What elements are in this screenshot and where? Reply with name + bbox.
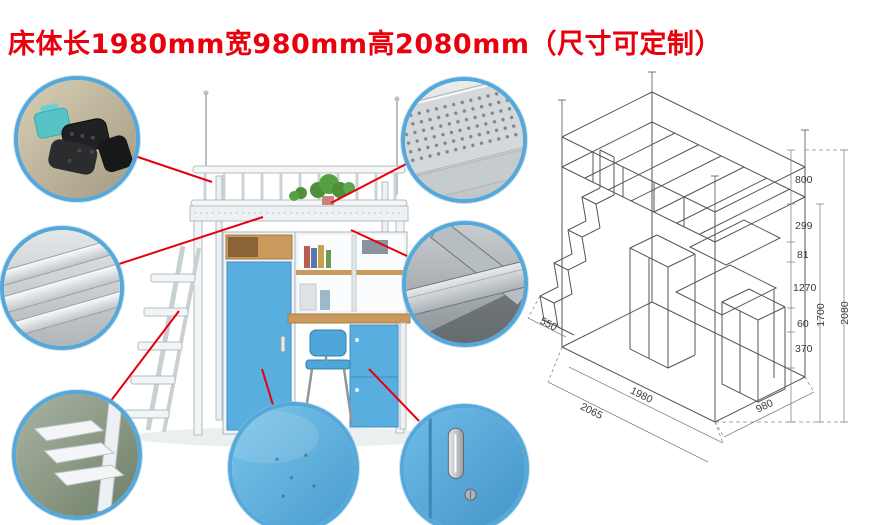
cabinet-handle-icon — [404, 408, 525, 525]
dimension-label: 81 — [797, 249, 809, 261]
callout-cabinet-handle-detail — [400, 404, 529, 525]
dimension-label: 299 — [795, 220, 813, 232]
dimension-label: 2065 — [578, 401, 604, 422]
callout-ladder-step-detail — [12, 390, 142, 520]
dimension-label: 550 — [538, 315, 559, 334]
under-desk-cabinet — [349, 324, 399, 428]
dimension-label: 800 — [795, 174, 813, 186]
beam-joint-icon — [406, 225, 524, 343]
drawing-cabinet — [721, 288, 786, 403]
dimension-label: 60 — [797, 318, 809, 330]
dimension-label: 1700 — [815, 303, 827, 327]
product-photo — [124, 90, 448, 447]
drawing-ladder — [539, 149, 615, 336]
rubber-foot-pad-icon — [18, 80, 136, 198]
callout-beam-joint-detail — [402, 221, 528, 347]
dimension-lines — [527, 149, 848, 463]
ladder-step-icon — [16, 394, 138, 516]
desk-hutch — [294, 231, 408, 315]
technical-drawing — [539, 71, 809, 423]
callout-steel-tube-frame-detail — [0, 226, 124, 350]
callout-rubber-foot-pad-detail — [14, 76, 140, 202]
blue-panel-icon — [232, 406, 355, 525]
dimension-label: 1270 — [793, 282, 817, 294]
callout-blue-panel-surface-detail — [228, 402, 359, 525]
dimension-label: 370 — [795, 343, 813, 355]
page-title: 床体长1980mm宽980mm高2080mm（尺寸可定制） — [8, 29, 722, 60]
steel-tube-icon — [4, 230, 120, 346]
perforated-panel-icon — [405, 81, 523, 199]
callout-perforated-panel-detail — [401, 77, 527, 203]
dimension-label: 2080 — [839, 301, 851, 325]
ladder — [124, 245, 201, 433]
drawing-wardrobe — [629, 234, 696, 369]
